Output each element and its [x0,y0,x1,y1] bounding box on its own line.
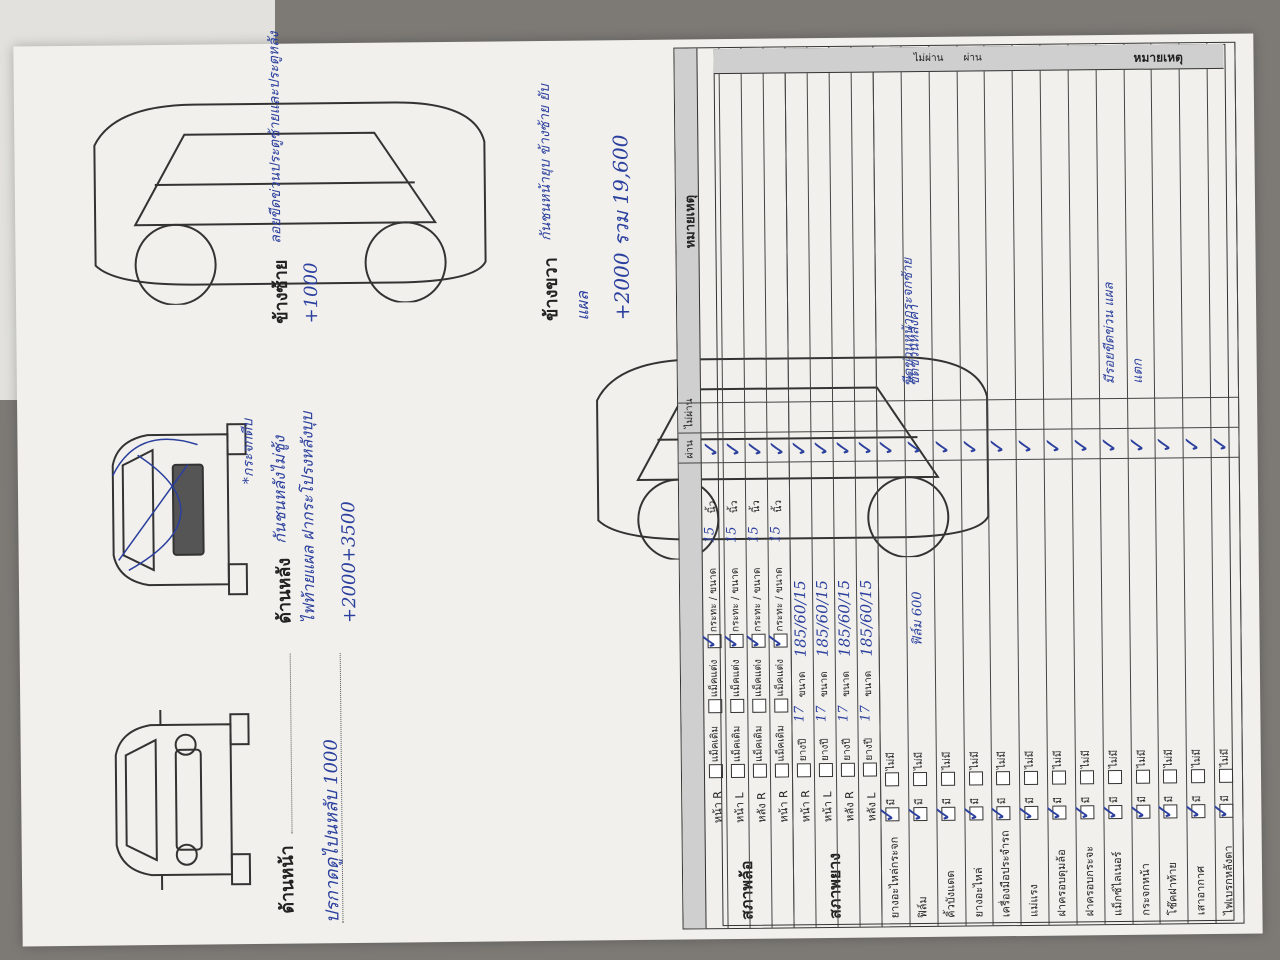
remarks-header-label: หมายเหตุ [1133,50,1183,65]
rear-price: +2000+3500 [338,501,361,624]
right-price: +2000 รวม 19,600 [608,134,635,321]
left-price: +1000 [300,262,323,324]
pass-header: ผ่าน [963,52,982,64]
table-landscape: หมายเหตุ ผ่าน ไม่ผ่าน [713,43,1242,929]
car-rear-diagram [111,423,249,596]
right-note-2: แผล [572,290,593,321]
left-note: ลอยขีดข่วนประตูซ้ายและประตูหลัง [266,31,285,244]
header-remarks: หมายเหตุ [682,194,699,249]
car-left-diagram [93,101,487,306]
front-label: ด้านหน้า [276,845,299,914]
inspection-form: ด้านหน้า ปรกาดดูไปนหลับ 1000 ด้านหลัง กั… [13,31,1263,947]
right-note: กันชนหน้ายุบ ข้างซ้าย ยับ [536,84,555,242]
rear-note-2: ไฟท้ายแผล ฝากระโปรงหลังบุบ [297,411,319,624]
wheel-opt3-checkbox-check-icon: ✓ [697,631,723,651]
table-frame [713,43,1235,927]
front-side-note: *กระจกดีบ [240,418,257,485]
table-header [674,48,707,929]
right-label: ข้างขวา [540,257,563,322]
form-page: ด้านหน้า ปรกาดดูไปนหลับ 1000 ด้านหลัง กั… [13,31,1262,947]
wheel-size: 15 [702,526,718,544]
header-pass: ผ่าน [684,440,696,459]
fail-header: ไม่ผ่าน [913,52,944,65]
rear-label: ด้านหลัง [273,557,296,624]
rear-note-1: กันชนหลังไม่ชู้ง [269,435,290,544]
left-label: ข้างซ้าย [270,259,293,324]
car-front-diagram [114,710,252,891]
front-line [289,653,293,834]
